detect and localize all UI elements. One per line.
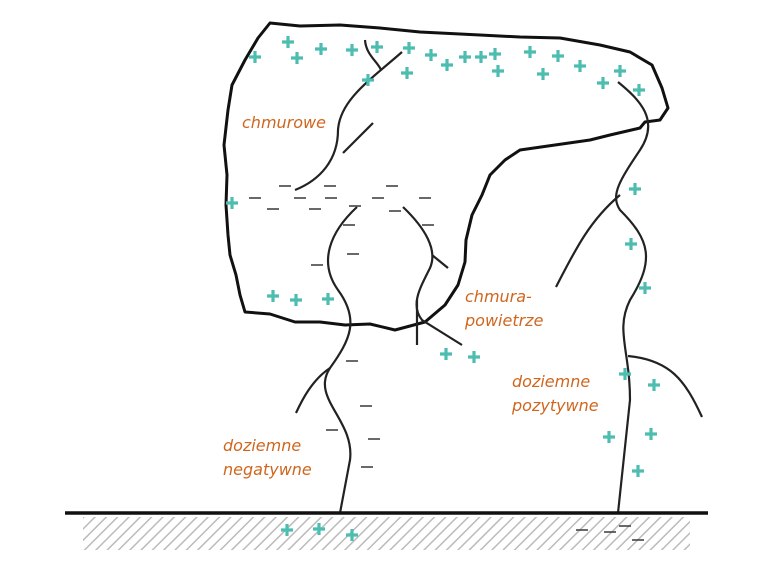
ground-hatch <box>83 517 690 550</box>
positive-ground-lightning <box>615 81 650 514</box>
positive-charge-icon <box>362 74 374 86</box>
positive-charge-icon <box>249 51 261 63</box>
label-line: chmura- <box>465 287 532 306</box>
positive-charge-icon <box>468 351 480 363</box>
charge-marks <box>226 36 660 541</box>
positive-charge-icon <box>441 59 453 71</box>
positive-charge-icon <box>614 65 626 77</box>
positive-charge-icon <box>552 50 564 62</box>
positive-charge-icon <box>603 431 615 443</box>
negative-ground-branch <box>295 367 331 414</box>
label-line: powietrze <box>465 311 544 330</box>
label-negative-ground: doziemne negatywne <box>223 434 312 482</box>
cloud-to-air-branch <box>431 254 449 269</box>
cloud-to-cloud-branch <box>363 39 383 71</box>
positive-charge-icon <box>632 465 644 477</box>
positive-charge-icon <box>401 67 413 79</box>
label-line: doziemne <box>223 436 302 455</box>
cloud-to-cloud-lightning <box>294 51 403 192</box>
positive-charge-icon <box>403 42 415 54</box>
positive-charge-icon <box>537 68 549 80</box>
positive-charge-icon <box>291 52 303 64</box>
positive-charge-icon <box>346 529 358 541</box>
positive-charge-icon <box>371 41 383 53</box>
thundercloud-outline <box>222 21 670 332</box>
positive-charge-icon <box>492 65 504 77</box>
positive-charge-icon <box>440 348 452 360</box>
positive-charge-icon <box>226 197 238 209</box>
positive-charge-icon <box>281 524 293 536</box>
positive-charge-icon <box>597 77 609 89</box>
positive-ground-branch <box>627 354 703 418</box>
positive-charge-icon <box>475 51 487 63</box>
positive-charge-icon <box>645 428 657 440</box>
positive-charge-icon <box>489 48 501 60</box>
label-cloud-to-air: chmura- powietrze <box>465 285 543 333</box>
positive-charge-icon <box>459 51 471 63</box>
positive-charge-icon <box>574 60 586 72</box>
positive-charge-icon <box>346 44 358 56</box>
label-line: negatywne <box>223 460 312 479</box>
positive-charge-icon <box>648 379 660 391</box>
positive-charge-icon <box>625 238 637 250</box>
label-line: pozytywne <box>512 396 599 415</box>
cloud-to-cloud-branch <box>342 122 374 154</box>
positive-charge-icon <box>315 43 327 55</box>
positive-charge-icon <box>633 84 645 96</box>
positive-charge-icon <box>313 523 325 535</box>
positive-charge-icon <box>267 290 279 302</box>
positive-charge-icon <box>639 282 651 294</box>
positive-charge-icon <box>290 294 302 306</box>
negative-ground-lightning <box>323 206 358 514</box>
positive-charge-icon <box>425 49 437 61</box>
label-positive-ground: doziemne pozytywne <box>512 370 599 418</box>
positive-ground-branch <box>555 194 621 288</box>
positive-charge-icon <box>282 36 294 48</box>
positive-charge-icon <box>619 368 631 380</box>
label-cloud-to-cloud: chmurowe <box>242 113 326 132</box>
positive-charge-icon <box>322 293 334 305</box>
positive-charge-icon <box>524 46 536 58</box>
label-line: doziemne <box>512 372 591 391</box>
positive-charge-icon <box>629 183 641 195</box>
